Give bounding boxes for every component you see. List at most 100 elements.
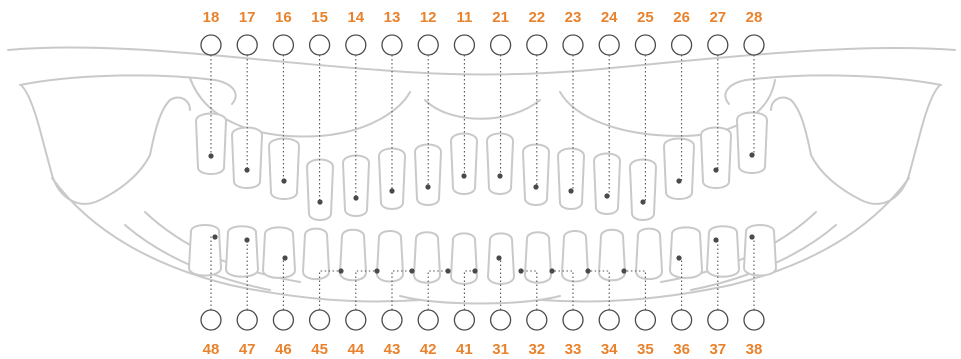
tooth-36-circle-marker[interactable] xyxy=(672,310,692,330)
tooth-46-circle-marker[interactable] xyxy=(273,310,293,330)
tooth-number-label: 34 xyxy=(601,341,618,358)
lower-tooth-shape xyxy=(263,227,295,278)
tooth-45-circle-marker[interactable] xyxy=(310,310,330,330)
tooth-number-label: 23 xyxy=(565,9,582,26)
anchor-dot xyxy=(749,234,754,239)
tooth-31-circle-marker[interactable] xyxy=(491,310,511,330)
tooth-12-circle-marker[interactable] xyxy=(418,35,438,55)
tooth-34-circle-marker[interactable] xyxy=(599,310,619,330)
tooth-43-circle-marker[interactable] xyxy=(382,310,402,330)
upper-tooth-shape xyxy=(487,134,513,195)
anchor-dot xyxy=(445,268,450,273)
upper-tooth-shape xyxy=(558,149,584,210)
tooth-34[interactable]: 34 xyxy=(585,268,619,358)
tooth-number-label: 25 xyxy=(637,9,654,26)
tooth-13-circle-marker[interactable] xyxy=(382,35,402,55)
tooth-42-circle-marker[interactable] xyxy=(418,310,438,330)
anchor-dot xyxy=(604,193,609,198)
tooth-25-circle-marker[interactable] xyxy=(635,35,655,55)
tooth-number-label: 14 xyxy=(347,9,364,26)
zygomatic-right xyxy=(725,75,941,104)
tooth-44-circle-marker[interactable] xyxy=(346,310,366,330)
tooth-number-label: 15 xyxy=(311,9,328,26)
anchor-dot xyxy=(472,268,477,273)
tooth-number-label: 18 xyxy=(203,9,220,26)
tooth-number-label: 17 xyxy=(239,9,256,26)
anchor-dot xyxy=(317,199,322,204)
tooth-16-circle-marker[interactable] xyxy=(273,35,293,55)
tooth-number-label: 27 xyxy=(709,9,726,26)
upper-tooth-shape xyxy=(594,154,620,215)
tooth-17-circle-marker[interactable] xyxy=(237,35,257,55)
tooth-11-circle-marker[interactable] xyxy=(454,35,474,55)
anchor-dot xyxy=(461,173,466,178)
tooth-number-label: 48 xyxy=(203,341,220,358)
tooth-33-circle-marker[interactable] xyxy=(563,310,583,330)
anchor-dot xyxy=(497,173,502,178)
anchor-dot xyxy=(244,167,249,172)
tooth-21-circle-marker[interactable] xyxy=(491,35,511,55)
tooth-14-circle-marker[interactable] xyxy=(346,35,366,55)
tooth-number-label: 11 xyxy=(456,9,472,26)
tooth-38-circle-marker[interactable] xyxy=(744,310,764,330)
tooth-44[interactable]: 44 xyxy=(346,268,380,358)
anchor-dot xyxy=(208,153,213,158)
lower-tooth-shape xyxy=(414,232,440,283)
anchor-dot xyxy=(374,268,379,273)
lower-tooth-shape xyxy=(451,233,477,284)
jaw-outline xyxy=(8,47,955,303)
tooth-22-circle-marker[interactable] xyxy=(527,35,547,55)
lower-tooth-shape xyxy=(744,225,776,276)
lower-tooth-shape xyxy=(707,226,739,277)
anchor-dot xyxy=(533,184,538,189)
tooth-number-label: 16 xyxy=(275,9,292,26)
anchor-dot xyxy=(212,234,217,239)
upper-tooth-shape xyxy=(523,145,549,206)
tooth-number-label: 22 xyxy=(528,9,545,26)
anchor-dot xyxy=(640,199,645,204)
anchor-dot xyxy=(676,255,681,260)
anchor-dot xyxy=(585,268,590,273)
tooth-37-circle-marker[interactable] xyxy=(708,310,728,330)
tooth-26-circle-marker[interactable] xyxy=(672,35,692,55)
tooth-number-label: 12 xyxy=(420,9,437,26)
upper-tooth-shape xyxy=(415,145,441,206)
tooth-28-circle-marker[interactable] xyxy=(744,35,764,55)
anchor-dot xyxy=(282,255,287,260)
tooth-41-circle-marker[interactable] xyxy=(454,310,474,330)
tooth-27-circle-marker[interactable] xyxy=(708,35,728,55)
tooth-number-label: 38 xyxy=(746,341,763,358)
tooth-35-circle-marker[interactable] xyxy=(635,310,655,330)
tooth-48-circle-marker[interactable] xyxy=(201,310,221,330)
tooth-32-circle-marker[interactable] xyxy=(527,310,547,330)
anchor-dot xyxy=(676,178,681,183)
ramus-left xyxy=(22,86,190,204)
lower-tooth-shape xyxy=(525,232,551,283)
upper-teeth-shapes xyxy=(196,113,767,221)
anchor-dot xyxy=(425,184,430,189)
tooth-number-label: 37 xyxy=(709,341,726,358)
lower-tooth-shape xyxy=(377,231,403,282)
tooth-24-circle-marker[interactable] xyxy=(599,35,619,55)
anchor-dot xyxy=(549,268,554,273)
anchor-dot xyxy=(389,188,394,193)
tooth-number-label: 35 xyxy=(637,341,654,358)
lower-teeth-shapes xyxy=(189,225,776,284)
upper-tooth-shape xyxy=(701,128,731,189)
tooth-23-circle-marker[interactable] xyxy=(563,35,583,55)
lower-tooth-shape xyxy=(226,226,258,277)
tooth-number-label: 36 xyxy=(673,341,690,358)
tooth-45[interactable]: 45 xyxy=(310,268,344,358)
tooth-15-circle-marker[interactable] xyxy=(310,35,330,55)
anchor-dot xyxy=(496,255,501,260)
anchor-dot xyxy=(409,268,414,273)
chin-contour xyxy=(400,296,560,304)
tooth-18-circle-marker[interactable] xyxy=(201,35,221,55)
tooth-35[interactable]: 35 xyxy=(621,268,655,358)
tooth-number-label: 43 xyxy=(384,341,401,358)
tooth-number-label: 26 xyxy=(673,9,690,26)
tooth-number-label: 28 xyxy=(746,9,763,26)
tooth-47-circle-marker[interactable] xyxy=(237,310,257,330)
